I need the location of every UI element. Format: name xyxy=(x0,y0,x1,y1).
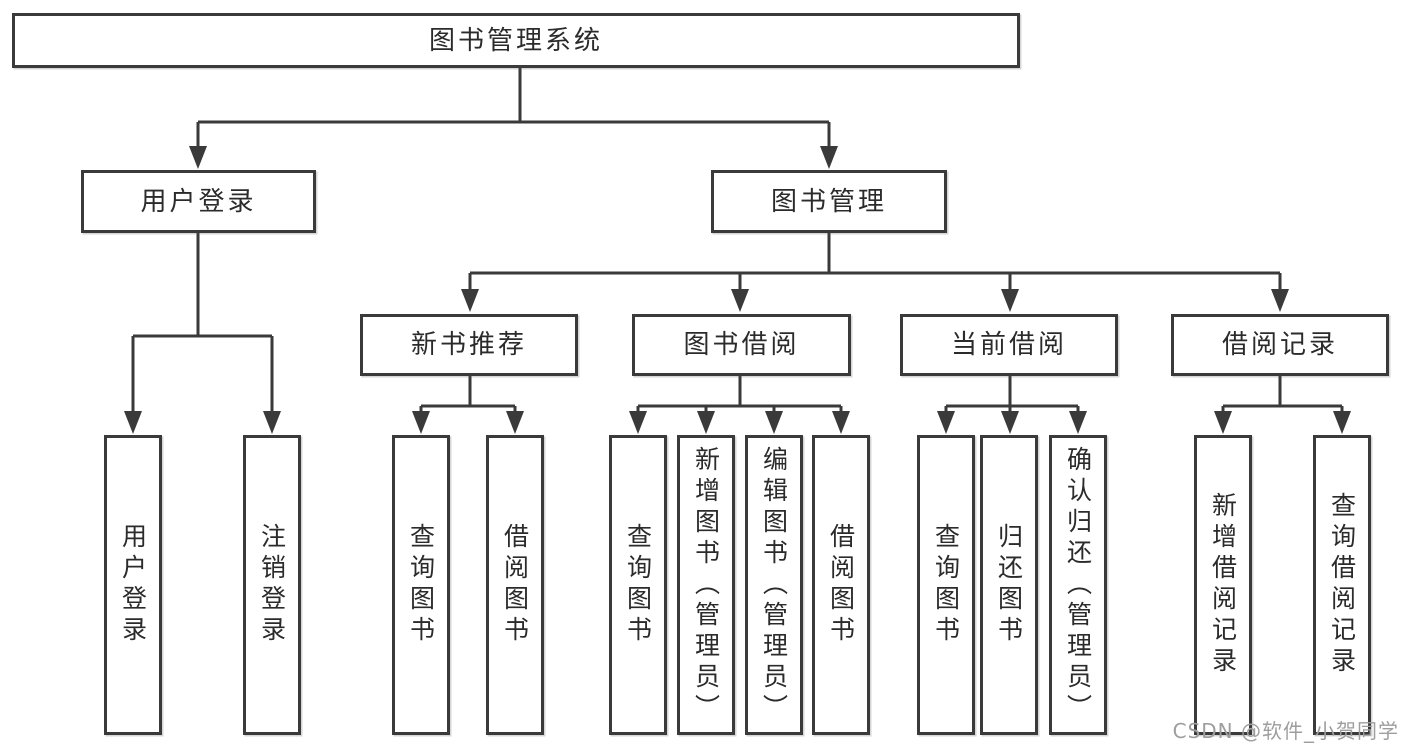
leaf-return-books: 归还图书 xyxy=(980,435,1038,735)
csdn-watermark: CSDN @软件_小贺同学 xyxy=(1172,719,1399,743)
leaf-query-books-current: 查询图书 xyxy=(917,435,975,735)
node-book-borrowing: 图书借阅 xyxy=(632,314,851,376)
leaf-confirm-return-admin: 确认归还（管理员） xyxy=(1049,435,1107,735)
leaf-query-borrow-record: 查询借阅记录 xyxy=(1313,435,1371,735)
leaf-logout: 注销登录 xyxy=(243,435,301,735)
leaf-user-login: 用户登录 xyxy=(104,435,162,735)
node-current-borrowing: 当前借阅 xyxy=(900,314,1118,376)
leaf-borrow-books: 借阅图书 xyxy=(812,435,870,735)
node-book-management: 图书管理 xyxy=(711,170,947,233)
leaf-query-books-borrow: 查询图书 xyxy=(609,435,667,735)
node-user-login: 用户登录 xyxy=(81,170,316,233)
node-new-book-recommend: 新书推荐 xyxy=(360,314,578,376)
leaf-borrow-books-recommend: 借阅图书 xyxy=(486,435,544,735)
leaf-add-books-admin: 新增图书（管理员） xyxy=(677,435,735,735)
leaf-query-books-recommend: 查询图书 xyxy=(392,435,450,735)
node-root-library-system: 图书管理系统 xyxy=(12,13,1020,68)
node-borrowing-records: 借阅记录 xyxy=(1171,314,1389,376)
leaf-add-borrow-record: 新增借阅记录 xyxy=(1194,435,1252,735)
leaf-edit-books-admin: 编辑图书（管理员） xyxy=(745,435,803,735)
